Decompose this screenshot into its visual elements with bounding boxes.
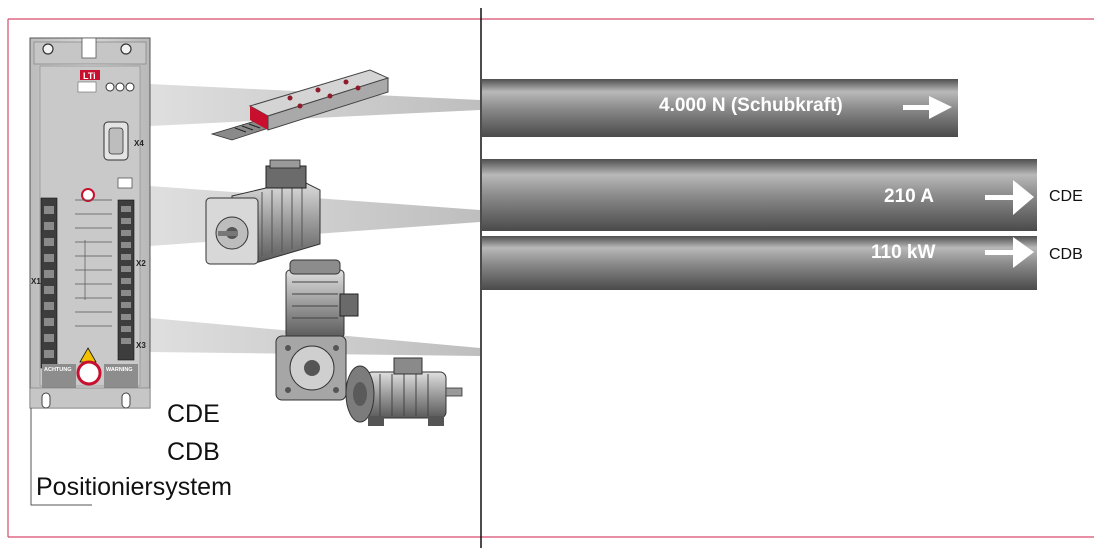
arrow-thrust-icon (903, 96, 952, 119)
bar-power (482, 236, 1037, 290)
linear-motor-illustration (210, 69, 390, 141)
bar-power-value: 110 kW (871, 242, 936, 263)
side-label-cde: CDE (1049, 188, 1083, 205)
arrow-current-icon (985, 180, 1034, 215)
drive-logo: LTi (83, 71, 96, 81)
bar-thrust-value: 4.000 N (Schubkraft) (659, 95, 843, 116)
servo-drive-illustration: LTi X4 X1 X2 X3 (29, 37, 151, 409)
connector-x4: X4 (134, 139, 144, 148)
geared-motor-illustration (275, 259, 359, 401)
logo-badge (80, 70, 100, 80)
connector-x3: X3 (136, 341, 146, 350)
bar-current (482, 159, 1037, 231)
warning-label-de: ACHTUNG (44, 367, 72, 373)
servo-motor-illustration (205, 159, 321, 265)
product-label-cdb: CDB (167, 438, 220, 466)
bar-current-value: 210 A (884, 186, 934, 207)
bar-thrust (482, 79, 958, 137)
product-label-positioniersystem: Positioniersystem (36, 473, 232, 501)
warning-label-en: WARNING (106, 367, 133, 373)
connector-x2: X2 (136, 259, 146, 268)
connector-x1: X1 (31, 277, 41, 286)
label-bracket (30, 408, 92, 506)
side-label-cdb: CDB (1049, 246, 1083, 263)
product-label-cde: CDE (167, 400, 220, 428)
arrow-power-icon (985, 237, 1034, 268)
standard-motor-illustration (345, 357, 463, 426)
